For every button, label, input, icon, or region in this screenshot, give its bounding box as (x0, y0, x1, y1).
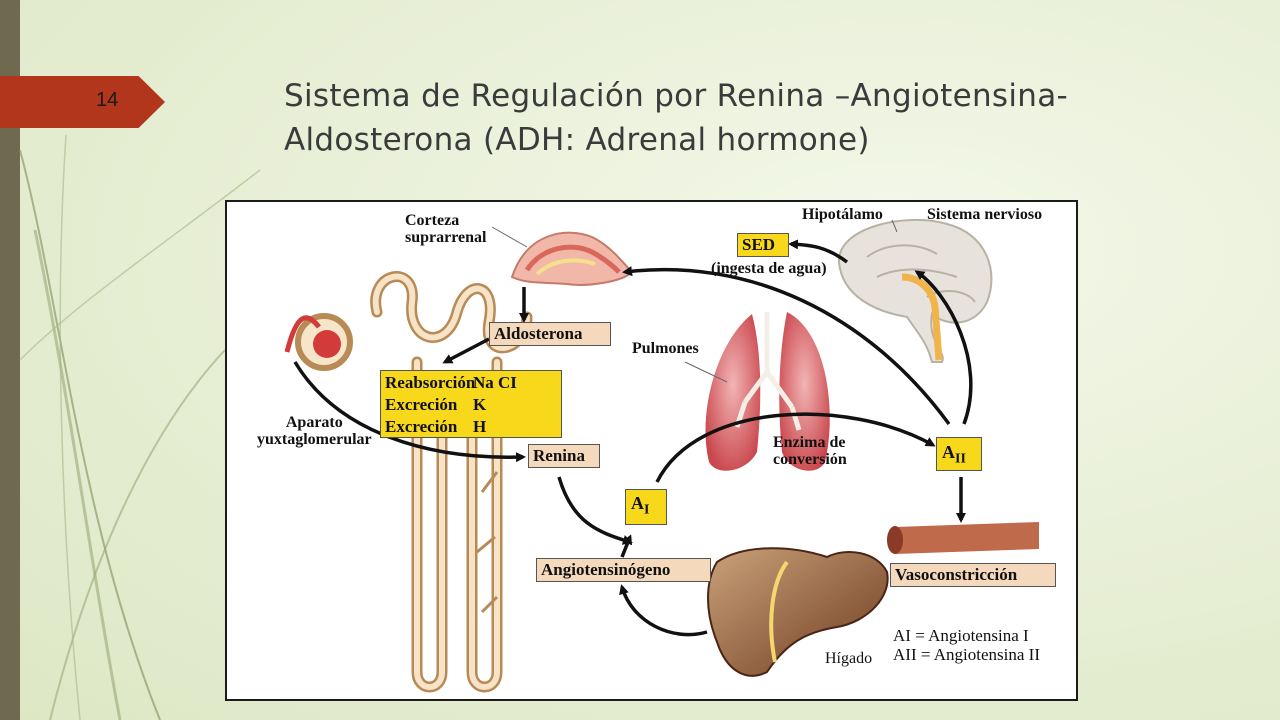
a1-sub: I (644, 502, 650, 518)
enzima-line-1: Enzima de (773, 434, 846, 451)
title-line-1: Sistema de Regulación por Renina –Angiot… (284, 78, 1068, 114)
a1-main: A (631, 493, 644, 513)
slide-number-tag (0, 76, 165, 128)
leader-hipotalamo (891, 219, 898, 233)
left-accent-bar (0, 0, 20, 720)
arrow-ai-to-aii (655, 412, 936, 483)
label-pulmones: Pulmones (632, 340, 699, 357)
slide-number: 14 (96, 89, 119, 111)
glomerulus (313, 330, 341, 358)
label-sed: SED (737, 233, 789, 257)
tubule-branches (476, 471, 499, 614)
slide-title: Sistema de Regulación por Renina –Angiot… (284, 74, 1204, 162)
corteza-line-1: Corteza (405, 212, 460, 229)
a2-sub: II (955, 451, 966, 467)
legend-aii: AII = Angiotensina II (893, 645, 1040, 664)
arrow-angiotensinogeno-to-ai (620, 534, 633, 558)
aparato-line-1: Aparato (285, 414, 343, 431)
diagram-illustration (284, 218, 1039, 693)
label-renina: Renina (528, 444, 600, 468)
label-hipotalamo: Hipotálamo (802, 206, 883, 223)
lungs-illustration (705, 312, 830, 471)
excrecion-label-2: Excreción (385, 417, 458, 436)
arrow-renina-to-ai (557, 476, 633, 545)
title-line-2: Aldosterona (ADH: Adrenal hormone) (284, 122, 870, 158)
excrecion-ion-k: K (473, 395, 487, 414)
legend-ai: AI = Angiotensina I (893, 626, 1029, 645)
label-vasoconstriccion: Vasoconstricción (890, 563, 1056, 587)
liver-illustration (707, 547, 889, 677)
arrow-liver-to-angiotensinogeno (619, 584, 708, 637)
leader-pulmones (684, 361, 728, 383)
afferent-arteriole (284, 315, 321, 353)
corteza-line-2: suprarrenal (405, 229, 487, 246)
label-a1: AI (625, 489, 667, 525)
aparato-line-2: yuxtaglomerular (257, 431, 372, 448)
arrow-aii-to-adrenal (622, 266, 951, 426)
raa-diagram: Corteza suprarrenal Hipotálamo Sistema n… (225, 200, 1078, 701)
arrow-aii-to-brain (914, 270, 973, 425)
label-a2: AII (936, 437, 982, 471)
excrecion-label-1: Excreción (385, 395, 458, 414)
label-ingesta: (ingesta de agua) (711, 260, 827, 277)
label-aldosterona: Aldosterona (489, 322, 611, 346)
label-corteza: Corteza suprarrenal (405, 212, 486, 246)
arrow-brain-to-sed (788, 239, 849, 264)
arrow-aldosterona-to-reabsorcion (442, 337, 490, 364)
label-angiotensinogeno: Angiotensinógeno (536, 558, 711, 582)
reabsorcion-label: Reabsorción (385, 373, 476, 392)
adrenal-gland (510, 231, 634, 286)
brain-illustration (837, 218, 993, 363)
label-sistema-nervioso: Sistema nervioso (927, 206, 1043, 223)
abbreviation-legend: AI = Angiotensina I AII = Angiotensina I… (889, 626, 1040, 664)
enzima-line-2: conversión (773, 451, 847, 468)
blood-vessel-illustration (887, 522, 1039, 554)
a2-main: A (942, 442, 955, 462)
label-higado: Hígado (825, 650, 873, 667)
leader-corteza (491, 226, 528, 248)
label-enzima-conversion: Enzima de conversión (773, 434, 847, 468)
reabsorcion-ion: Na CI (473, 373, 517, 392)
decorative-curves (19, 134, 261, 720)
label-aparato-yuxtaglomerular: Aparato yuxtaglomerular (257, 414, 372, 448)
excrecion-ion-h: H (473, 417, 487, 436)
